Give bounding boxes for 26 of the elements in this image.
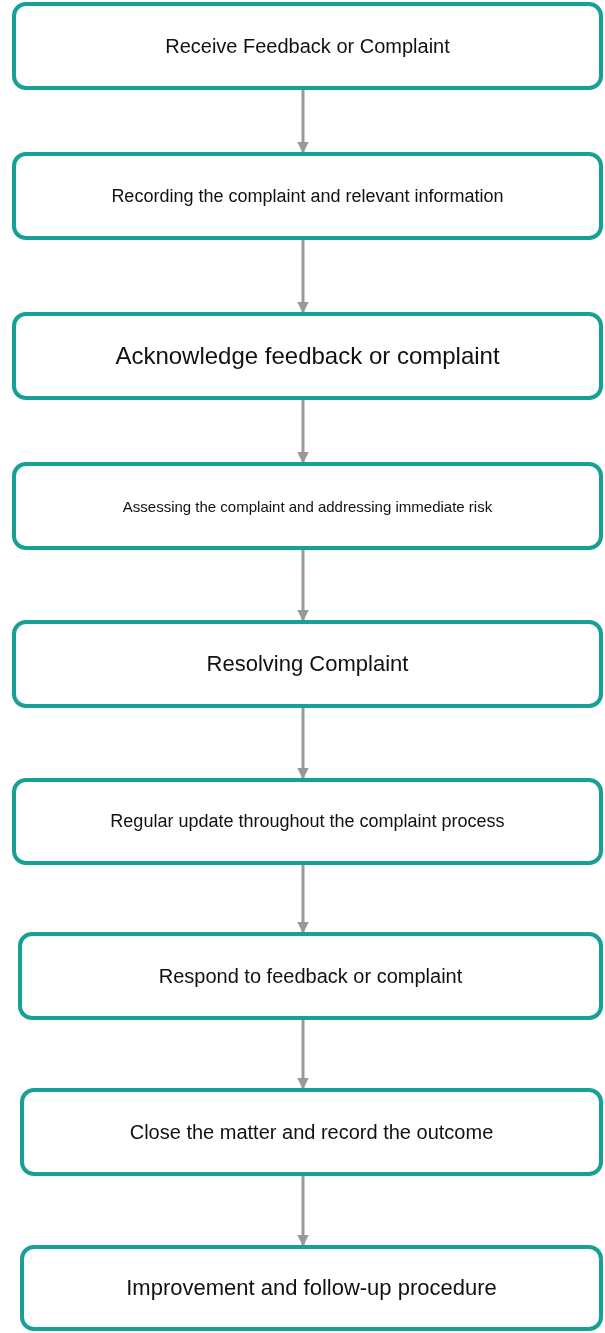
step-text: Improvement and follow-up procedure xyxy=(126,1275,497,1301)
process-box xyxy=(20,1088,603,1176)
process-box xyxy=(12,778,603,865)
process-box xyxy=(20,1245,603,1331)
process-box xyxy=(18,932,603,1020)
arrow xyxy=(297,90,309,154)
arrow xyxy=(297,708,309,780)
step-text: Recording the complaint and relevant information xyxy=(111,185,504,207)
step-text: Close the matter and record the outcome xyxy=(129,1120,494,1144)
process-box xyxy=(12,2,603,90)
step-text: Assessing the complaint and addressing immediate risk xyxy=(122,497,493,515)
arrow xyxy=(297,1020,309,1090)
arrow xyxy=(297,865,309,934)
step-text: Regular update throughout the complaint process xyxy=(110,811,505,832)
arrow xyxy=(297,240,309,314)
step-text: Resolving Complaint xyxy=(206,651,409,677)
arrow xyxy=(297,1176,309,1247)
process-box xyxy=(12,312,603,400)
process-box xyxy=(12,152,603,240)
process-box xyxy=(12,462,603,550)
arrow xyxy=(297,550,309,622)
process-box xyxy=(12,620,603,708)
step-text: Respond to feedback or complaint xyxy=(158,964,463,988)
step-text: Receive Feedback or Complaint xyxy=(165,34,450,58)
step-text: Acknowledge feedback or complaint xyxy=(115,342,500,370)
arrow xyxy=(297,400,309,464)
